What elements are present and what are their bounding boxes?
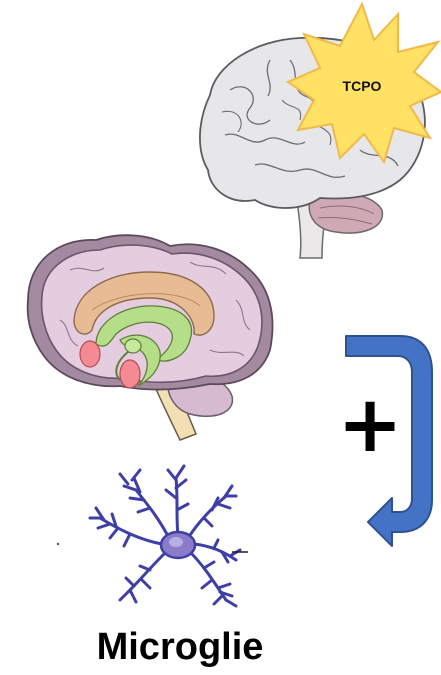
microglia-caption: Microglie [60, 626, 300, 669]
